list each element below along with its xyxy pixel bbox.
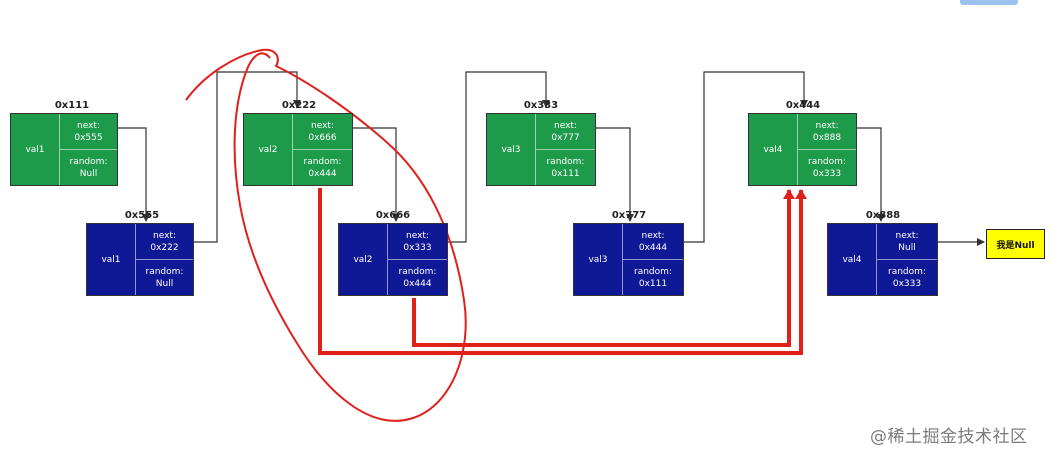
- next-field-label: next:: [311, 120, 334, 131]
- random-field: random: Null: [136, 260, 193, 295]
- random-field-label: random:: [398, 266, 437, 277]
- node-fields: next: 0x666 random: 0x444: [293, 114, 352, 185]
- random-field-value: 0x111: [551, 168, 580, 179]
- next-field: next: 0x222: [136, 224, 193, 260]
- address-label-0x111: 0x111: [54, 100, 90, 111]
- random-field: random: 0x444: [293, 150, 352, 185]
- random-field-value: 0x111: [638, 278, 668, 289]
- random-field-label: random:: [808, 156, 846, 167]
- next-field-label: next:: [406, 230, 429, 241]
- node-value: val4: [828, 224, 877, 295]
- node-0x444: val4 next: 0x888 random: 0x333: [748, 113, 857, 186]
- next-field: next: Null: [877, 224, 937, 260]
- random-field-label: random:: [145, 266, 184, 277]
- next-field: next: 0x888: [798, 114, 856, 150]
- next-field: next: 0x555: [60, 114, 117, 150]
- random-field-label: random:: [888, 266, 926, 277]
- random-field-value: Null: [155, 278, 174, 289]
- next-field-label: next:: [77, 120, 100, 131]
- node-value: val3: [574, 224, 623, 295]
- next-field-value: 0x555: [74, 132, 103, 143]
- next-field: next: 0x444: [623, 224, 683, 260]
- next-field-value: 0x888: [812, 132, 842, 143]
- address-label-0x555: 0x555: [124, 210, 160, 221]
- highlight-loop-annotation: [185, 48, 467, 422]
- next-field-value: 0x444: [638, 242, 668, 253]
- address-label-0x777: 0x777: [611, 210, 647, 221]
- node-fields: next: 0x333 random: 0x444: [388, 224, 447, 295]
- random-field: random: 0x111: [623, 260, 683, 295]
- random-field-value: 0x333: [892, 278, 922, 289]
- node-value: val4: [749, 114, 798, 185]
- random-field: random: 0x444: [388, 260, 447, 295]
- next-field-value: 0x777: [551, 132, 580, 143]
- random-field-value: 0x444: [308, 168, 337, 179]
- next-arrow-0x666-to-0x333: [448, 71, 550, 243]
- next-arrow-0x444-to-0x888: [857, 127, 885, 222]
- address-label-0x666: 0x666: [375, 210, 411, 221]
- node-0x333: val3 next: 0x777 random: 0x111: [486, 113, 596, 186]
- next-field: next: 0x777: [536, 114, 595, 150]
- next-field-value: 0x333: [403, 242, 432, 253]
- random-field-label: random:: [303, 156, 342, 167]
- node-0x111: val1 next: 0x555 random: Null: [10, 113, 118, 186]
- watermark: @稀土掘金技术社区: [870, 427, 1028, 447]
- node-fields: next: 0x777 random: 0x111: [536, 114, 595, 185]
- random-field-label: random:: [634, 266, 672, 277]
- random-field-value: 0x444: [403, 278, 432, 289]
- random-field: random: 0x111: [536, 150, 595, 185]
- node-0x222: val2 next: 0x666 random: 0x444: [243, 113, 353, 186]
- node-0x777: val3 next: 0x444 random: 0x111: [573, 223, 684, 296]
- next-field: next: 0x666: [293, 114, 352, 150]
- random-arrow-0x666-to-0x444: [412, 189, 795, 347]
- random-field-value: 0x333: [812, 168, 842, 179]
- random-field-value: Null: [79, 168, 98, 179]
- next-field-label: next:: [641, 230, 665, 241]
- node-value: val1: [11, 114, 60, 185]
- node-0x666: val2 next: 0x333 random: 0x444: [338, 223, 448, 296]
- next-arrow-0x222-to-0x666: [353, 127, 400, 222]
- address-label-0x333: 0x333: [523, 100, 559, 111]
- node-fields: next: 0x888 random: 0x333: [798, 114, 856, 185]
- random-field: random: 0x333: [877, 260, 937, 295]
- next-arrow-0x333-to-0x777: [596, 127, 634, 222]
- next-field-label: next:: [153, 230, 176, 241]
- next-field-label: next:: [815, 120, 839, 131]
- node-0x888: val4 next: Null random: 0x333: [827, 223, 938, 296]
- random-field-label: random:: [546, 156, 585, 167]
- next-field-value: 0x666: [308, 132, 337, 143]
- random-arrow-0x222-to-0x444: [318, 188, 807, 355]
- random-field: random: Null: [60, 150, 117, 185]
- random-field: random: 0x333: [798, 150, 856, 185]
- node-value: val1: [87, 224, 136, 295]
- address-label-0x222: 0x222: [281, 100, 317, 111]
- random-field-label: random:: [69, 156, 108, 167]
- next-field-value: Null: [898, 242, 916, 253]
- next-field: next: 0x333: [388, 224, 447, 260]
- node-fields: next: Null random: 0x333: [877, 224, 937, 295]
- address-label-0x888: 0x888: [865, 210, 901, 221]
- node-fields: next: 0x222 random: Null: [136, 224, 193, 295]
- node-value: val2: [244, 114, 293, 185]
- next-field-label: next:: [895, 230, 919, 241]
- next-arrow-0x555-to-0x222: [194, 71, 301, 243]
- next-field-label: next:: [554, 120, 577, 131]
- node-fields: next: 0x555 random: Null: [60, 114, 117, 185]
- node-value: val2: [339, 224, 388, 295]
- node-value: val3: [487, 114, 536, 185]
- next-field-value: 0x222: [150, 242, 179, 253]
- node-fields: next: 0x444 random: 0x111: [623, 224, 683, 295]
- next-arrow-0x777-to-0x444: [684, 71, 808, 243]
- address-label-0x444: 0x444: [785, 100, 821, 111]
- node-0x555: val1 next: 0x222 random: Null: [86, 223, 194, 296]
- next-arrow-0x111-to-0x555: [118, 127, 150, 222]
- corner-logo-fragment: [960, 0, 1018, 5]
- null-terminator-box: 我是Null: [986, 229, 1045, 259]
